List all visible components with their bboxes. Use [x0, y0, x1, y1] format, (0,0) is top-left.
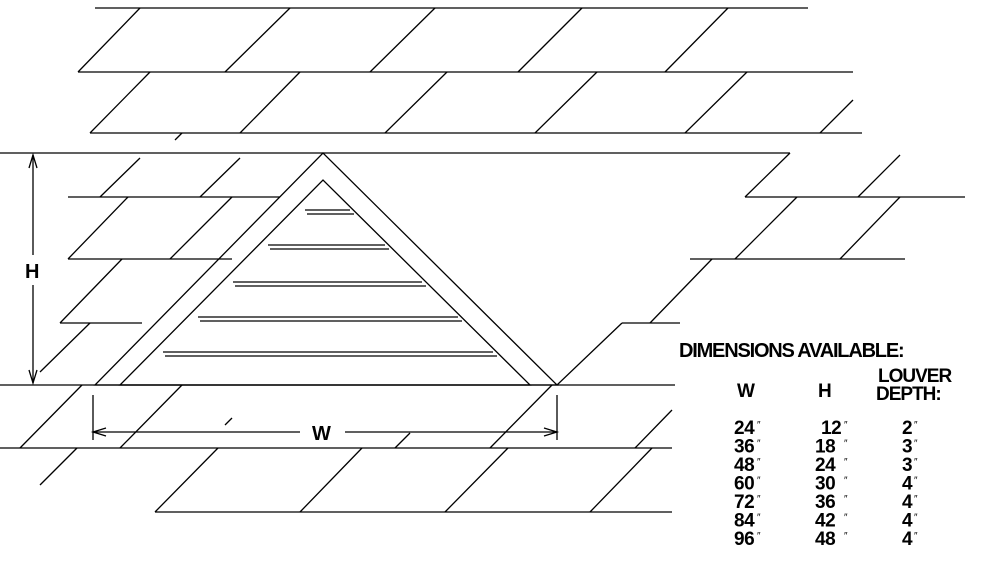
cell-depth: 4	[902, 492, 913, 513]
inch-mark: ″	[757, 420, 761, 431]
col-depth: DEPTH:	[876, 384, 941, 405]
inch-mark: ″	[757, 457, 761, 468]
width-label: W	[312, 423, 331, 445]
cell-height: 12	[821, 418, 841, 439]
cell-height: 36	[815, 492, 835, 513]
table-row: 24″12″2″	[734, 418, 918, 439]
table-row: 84″42″4″	[734, 511, 918, 532]
inch-mark: ″	[844, 476, 848, 487]
cell-width: 24	[734, 418, 755, 439]
table-row: 72″36″4″	[734, 492, 918, 513]
inch-mark: ″	[844, 513, 848, 524]
col-w: W	[737, 381, 755, 402]
inch-mark: ″	[914, 476, 918, 487]
inch-mark: ″	[914, 513, 918, 524]
inch-mark: ″	[914, 457, 918, 468]
cell-depth: 4	[902, 529, 913, 550]
cell-height: 24	[815, 455, 836, 476]
cell-height: 30	[815, 474, 835, 495]
cell-width: 96	[734, 529, 754, 550]
inch-mark: ″	[914, 439, 918, 450]
inch-mark: ″	[757, 476, 761, 487]
height-dimension: H	[25, 152, 39, 386]
inch-mark: ″	[757, 531, 761, 542]
inch-mark: ″	[844, 420, 848, 431]
cell-depth: 3	[902, 437, 912, 458]
cell-depth: 4	[902, 511, 913, 532]
cell-height: 18	[815, 437, 835, 458]
cell-width: 72	[734, 492, 754, 513]
cell-height: 42	[815, 511, 835, 532]
louver-slats	[163, 209, 497, 357]
table-row: 60″30″4″	[734, 474, 918, 495]
cell-width: 36	[734, 437, 754, 458]
inch-mark: ″	[844, 494, 848, 505]
cell-height: 48	[815, 529, 835, 550]
inch-mark: ″	[844, 531, 848, 542]
table-row: 96″48″4″	[734, 529, 918, 550]
cell-width: 60	[734, 474, 754, 495]
inch-mark: ″	[914, 420, 918, 431]
inch-mark: ″	[844, 457, 848, 468]
cell-depth: 3	[902, 455, 912, 476]
cell-width: 48	[734, 455, 754, 476]
inch-mark: ″	[914, 494, 918, 505]
cell-width: 84	[734, 511, 755, 532]
cell-depth: 2	[902, 418, 912, 439]
col-louver: LOUVER	[878, 366, 952, 387]
col-h: H	[818, 381, 832, 402]
table-row: 48″24″3″	[734, 455, 918, 476]
inch-mark: ″	[914, 531, 918, 542]
inch-mark: ″	[757, 513, 761, 524]
inch-mark: ″	[757, 494, 761, 505]
table-title: DIMENSIONS AVAILABLE:	[679, 340, 903, 362]
width-dimension: W	[90, 395, 560, 445]
height-label: H	[25, 261, 39, 283]
cell-depth: 4	[902, 474, 913, 495]
table-row: 36″18″3″	[734, 437, 918, 458]
gable-vent	[93, 152, 790, 386]
inch-mark: ″	[844, 439, 848, 450]
dimensions-table: DIMENSIONS AVAILABLE: W H LOUVER DEPTH: …	[679, 340, 953, 550]
inch-mark: ″	[757, 439, 761, 450]
